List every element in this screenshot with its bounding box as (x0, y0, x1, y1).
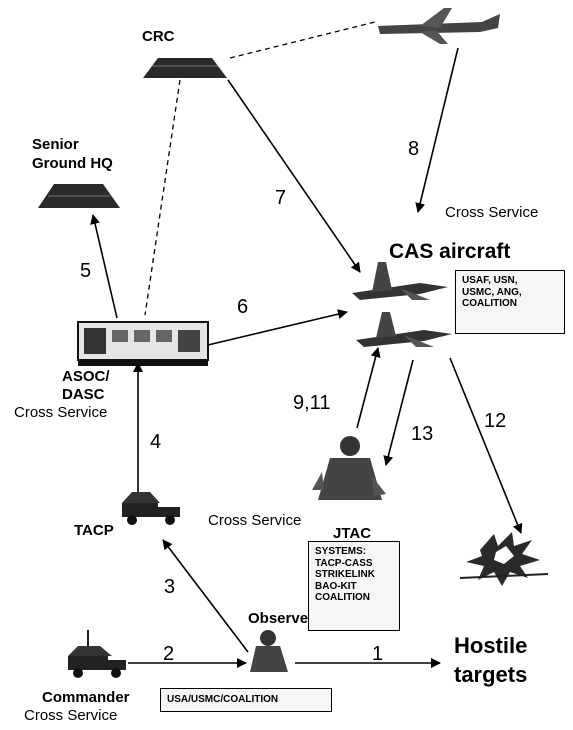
arrow-6 (207, 309, 348, 346)
humvee-icon (122, 492, 180, 525)
cas-aircraft-label: CAS aircraft (389, 240, 511, 263)
tacp-label: TACP (74, 522, 114, 539)
cas-services-line: USMC, ANG, (462, 286, 522, 298)
step-13-label: 13 (411, 423, 434, 445)
arrow-8 (415, 47, 459, 213)
arrow-7 (227, 79, 361, 273)
arrow-12 (449, 357, 523, 534)
jtac-label: JTAC (333, 525, 372, 542)
jtac-systems-line: BAO-KIT (315, 580, 357, 592)
observer-label: Observer (248, 610, 314, 627)
cas-cross-service: Cross Service (445, 204, 539, 221)
soldier-icon (250, 630, 288, 672)
jtac-cross-service: Cross Service (208, 512, 302, 529)
dashed-link-crc-asoc (144, 79, 181, 316)
crc-label: CRC (142, 28, 175, 45)
explosion-icon (459, 532, 549, 586)
tent-icon (38, 184, 120, 208)
arrow-13 (383, 359, 414, 466)
commander-forces-box: USA/USMC/COALITION (160, 688, 332, 712)
soldier-icon (312, 436, 386, 500)
step-6-label: 6 (237, 296, 249, 318)
jtac-systems-box: SYSTEMS: TACP-CASS STRIKELINK BAO-KIT CO… (308, 541, 400, 631)
step-4-label: 4 (150, 431, 162, 453)
step-9-11-label: 9,11 (293, 392, 331, 414)
jet-icon (356, 312, 452, 347)
hostile-targets-label-line2: targets (454, 662, 528, 687)
cas-services-line: USAF, USN, (462, 275, 518, 286)
step-12-label: 12 (484, 410, 507, 432)
arrow-5 (90, 214, 118, 319)
step-2-label: 2 (163, 643, 175, 665)
step-7-label: 7 (275, 187, 287, 209)
jtac-systems-line: STRIKELINK (315, 569, 375, 580)
jtac-systems-line: SYSTEMS: (315, 546, 367, 557)
cas-services-line: COALITION (462, 298, 517, 309)
asoc-cross-service: Cross Service (14, 404, 108, 421)
dashed-link-crc-aircraft (229, 21, 376, 59)
commander-cross-service: Cross Service (24, 707, 118, 724)
asoc-label-line2: DASC (62, 386, 105, 403)
commander-label: Commander (42, 689, 130, 706)
step-3-label: 3 (164, 576, 176, 598)
jtac-systems-line: COALITION (315, 592, 370, 603)
asoc-label-line1: ASOC/ (62, 368, 110, 385)
step-5-label: 5 (80, 260, 92, 282)
jtac-systems-line: TACP-CASS (315, 557, 373, 569)
hostile-targets-label-line1: Hostile (454, 633, 528, 658)
step-1-label: 1 (372, 643, 384, 665)
senior-hq-label-line1: Senior (32, 136, 79, 153)
command-vehicle-icon (77, 321, 209, 366)
tent-icon (143, 58, 227, 78)
step-8-label: 8 (408, 138, 420, 160)
jet-icon (352, 262, 448, 300)
aircraft-icon (378, 8, 500, 44)
arrow-9-11 (356, 347, 381, 429)
arrow-3 (162, 539, 249, 653)
humvee-icon (68, 630, 126, 678)
cas-services-box: USAF, USN, USMC, ANG, COALITION (455, 270, 565, 334)
senior-hq-label-line2: Ground HQ (32, 155, 113, 172)
commander-forces-text: USA/USMC/COALITION (167, 694, 279, 705)
